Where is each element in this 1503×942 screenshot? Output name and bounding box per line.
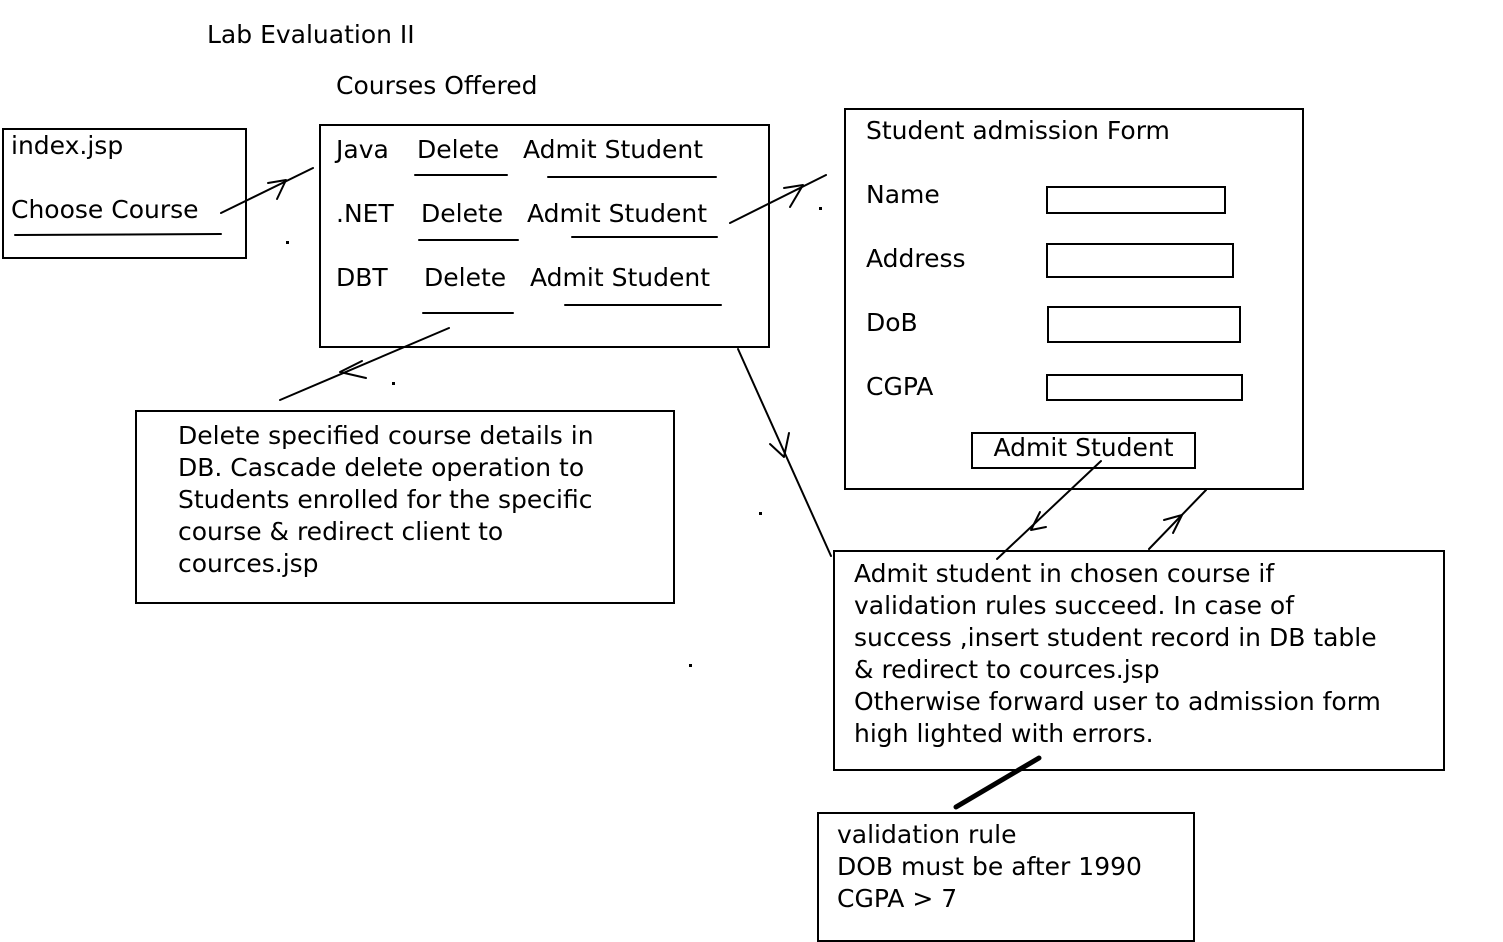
admit-student-button[interactable]: Admit Student <box>971 432 1196 469</box>
delete-dotnet-link[interactable]: Delete <box>421 199 504 228</box>
admit-note-line: Otherwise forward user to admission form <box>854 687 1381 716</box>
form-title: Student admission Form <box>866 116 1170 145</box>
validation-note-text: validation rule DOB must be after 1990 C… <box>837 819 1142 915</box>
delete-java-link[interactable]: Delete <box>417 135 500 164</box>
name-input[interactable] <box>1046 186 1226 214</box>
delete-note-line: Students enrolled for the specific <box>178 485 593 514</box>
arrow-head-icon <box>1163 514 1183 534</box>
delete-note-line: Delete specified course details in <box>178 421 594 450</box>
arrow-head-icon <box>339 360 367 379</box>
field-label-dob: DoB <box>866 308 918 337</box>
address-input[interactable] <box>1046 243 1234 278</box>
delete-note-line: DB. Cascade delete operation to <box>178 453 585 482</box>
stray-dot <box>689 664 692 667</box>
arrow-head-icon <box>1030 511 1047 531</box>
dob-input[interactable] <box>1047 306 1241 343</box>
field-label-address: Address <box>866 244 966 273</box>
course-name-dbt: DBT <box>336 263 388 292</box>
stray-dot <box>392 382 395 385</box>
delete-note-line: cources.jsp <box>178 549 319 578</box>
course-name-java: Java <box>336 135 389 164</box>
page-title: Lab Evaluation II <box>207 20 415 49</box>
admit-note-line: high lighted with errors. <box>854 719 1154 748</box>
courses-heading: Courses Offered <box>336 71 538 100</box>
admit-note-text: Admit student in chosen course if valida… <box>854 558 1381 750</box>
courses-box <box>319 124 770 348</box>
validation-note-line: DOB must be after 1990 <box>837 852 1142 881</box>
validation-note-line: validation rule <box>837 820 1017 849</box>
delete-note-line: course & redirect client to <box>178 517 504 546</box>
delete-note-text: Delete specified course details in DB. C… <box>178 420 594 580</box>
index-page-name: index.jsp <box>11 131 124 160</box>
admit-dbt-link[interactable]: Admit Student <box>530 263 710 292</box>
field-label-name: Name <box>866 180 940 209</box>
admit-note-line: Admit student in chosen course if <box>854 559 1275 588</box>
stray-dot <box>819 207 822 210</box>
validation-note-line: CGPA > 7 <box>837 884 958 913</box>
delete-note-box <box>135 410 675 604</box>
admit-note-line: validation rules succeed. In case of <box>854 591 1295 620</box>
admit-note-line: & redirect to cources.jsp <box>854 655 1160 684</box>
stray-dot <box>759 512 762 515</box>
arrow-courses-to-admit-note <box>737 348 832 557</box>
course-name-dotnet: .NET <box>336 199 394 228</box>
arrow-admit-note-to-form <box>1148 489 1207 550</box>
arrow-head-icon <box>267 179 287 200</box>
delete-dbt-link[interactable]: Delete <box>424 263 507 292</box>
admit-dotnet-link[interactable]: Admit Student <box>527 199 707 228</box>
admit-note-line: success ,insert student record in DB tab… <box>854 623 1377 652</box>
arrow-head-icon <box>769 432 790 458</box>
arrow-head-icon <box>783 184 804 208</box>
stray-dot <box>286 241 289 244</box>
field-label-cgpa: CGPA <box>866 372 934 401</box>
choose-course-link[interactable]: Choose Course <box>11 195 199 224</box>
admit-note-box <box>833 550 1445 771</box>
admit-java-link[interactable]: Admit Student <box>523 135 703 164</box>
cgpa-input[interactable] <box>1046 374 1243 401</box>
